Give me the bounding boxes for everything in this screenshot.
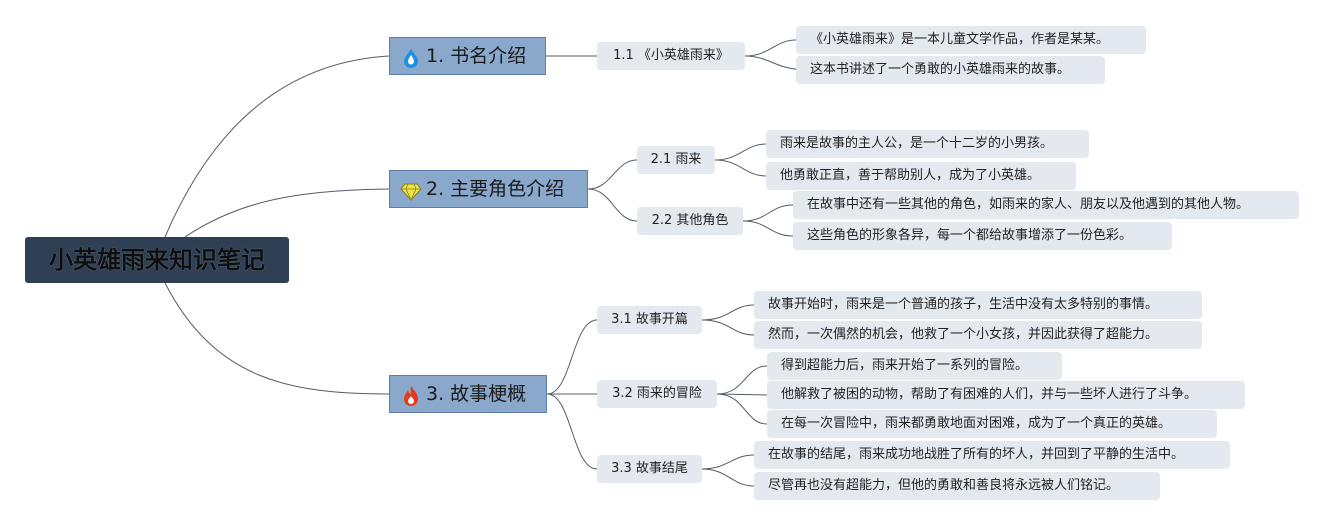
leaf-3-2-3[interactable]: 在每一次冒险中，雨来都勇敢地面对困难，成为了一个真正的英雄。	[767, 410, 1217, 438]
sub-topic-1-1[interactable]: 1.1 《小英雄雨来》	[597, 42, 745, 70]
leaf-3-1-1[interactable]: 故事开始时，雨来是一个普通的孩子，生活中没有太多特别的事情。	[754, 291, 1202, 319]
leaf-3-1-2[interactable]: 然而，一次偶然的机会，他救了一个小女孩，并因此获得了超能力。	[754, 321, 1202, 349]
leaf-2-1-2[interactable]: 他勇敢正直，善于帮助别人，成为了小英雄。	[766, 162, 1076, 190]
main-topic-label: 3. 故事梗概	[426, 383, 527, 405]
leaf-1-1-1[interactable]: 《小英雄雨来》是一本儿童文学作品，作者是某某。	[796, 26, 1146, 54]
sub-topic-2-1[interactable]: 2.1 雨来	[637, 146, 715, 174]
sub-topic-2-2[interactable]: 2.2 其他角色	[637, 207, 743, 235]
leaf-2-1-1[interactable]: 雨来是故事的主人公，是一个十二岁的小男孩。	[766, 130, 1089, 158]
main-topic-label: 2. 主要角色介绍	[426, 178, 565, 200]
main-topic-1[interactable]: 1. 书名介绍	[389, 37, 546, 75]
sub-topic-3-2[interactable]: 3.2 雨来的冒险	[597, 380, 717, 408]
sub-topic-3-1[interactable]: 3.1 故事开篇	[597, 306, 702, 334]
leaf-3-2-1[interactable]: 得到超能力后，雨来开始了一系列的冒险。	[767, 352, 1062, 380]
root-topic[interactable]: 小英雄雨来知识笔记	[25, 237, 289, 283]
main-topic-label: 1. 书名介绍	[426, 45, 527, 67]
main-topic-3[interactable]: 3. 故事梗概	[389, 375, 547, 413]
diamond-icon	[400, 178, 422, 201]
leaf-1-1-2[interactable]: 这本书讲述了一个勇敢的小英雄雨来的故事。	[796, 56, 1105, 84]
sub-topic-3-3[interactable]: 3.3 故事结尾	[597, 455, 702, 483]
fire-icon	[400, 383, 422, 406]
leaf-2-2-1[interactable]: 在故事中还有一些其他的角色，如雨来的家人、朋友以及他遇到的其他人物。	[793, 191, 1299, 219]
leaf-2-2-2[interactable]: 这些角色的形象各异，每一个都给故事增添了一份色彩。	[793, 222, 1172, 250]
leaf-3-3-1[interactable]: 在故事的结尾，雨来成功地战胜了所有的坏人，并回到了平静的生活中。	[754, 441, 1230, 469]
leaf-3-3-2[interactable]: 尽管再也没有超能力，但他的勇敢和善良将永远被人们铭记。	[754, 472, 1160, 500]
water-drop-icon	[400, 45, 422, 68]
main-topic-2[interactable]: 2. 主要角色介绍	[389, 170, 588, 208]
leaf-3-2-2[interactable]: 他解救了被困的动物，帮助了有困难的人们，并与一些坏人进行了斗争。	[767, 381, 1245, 409]
